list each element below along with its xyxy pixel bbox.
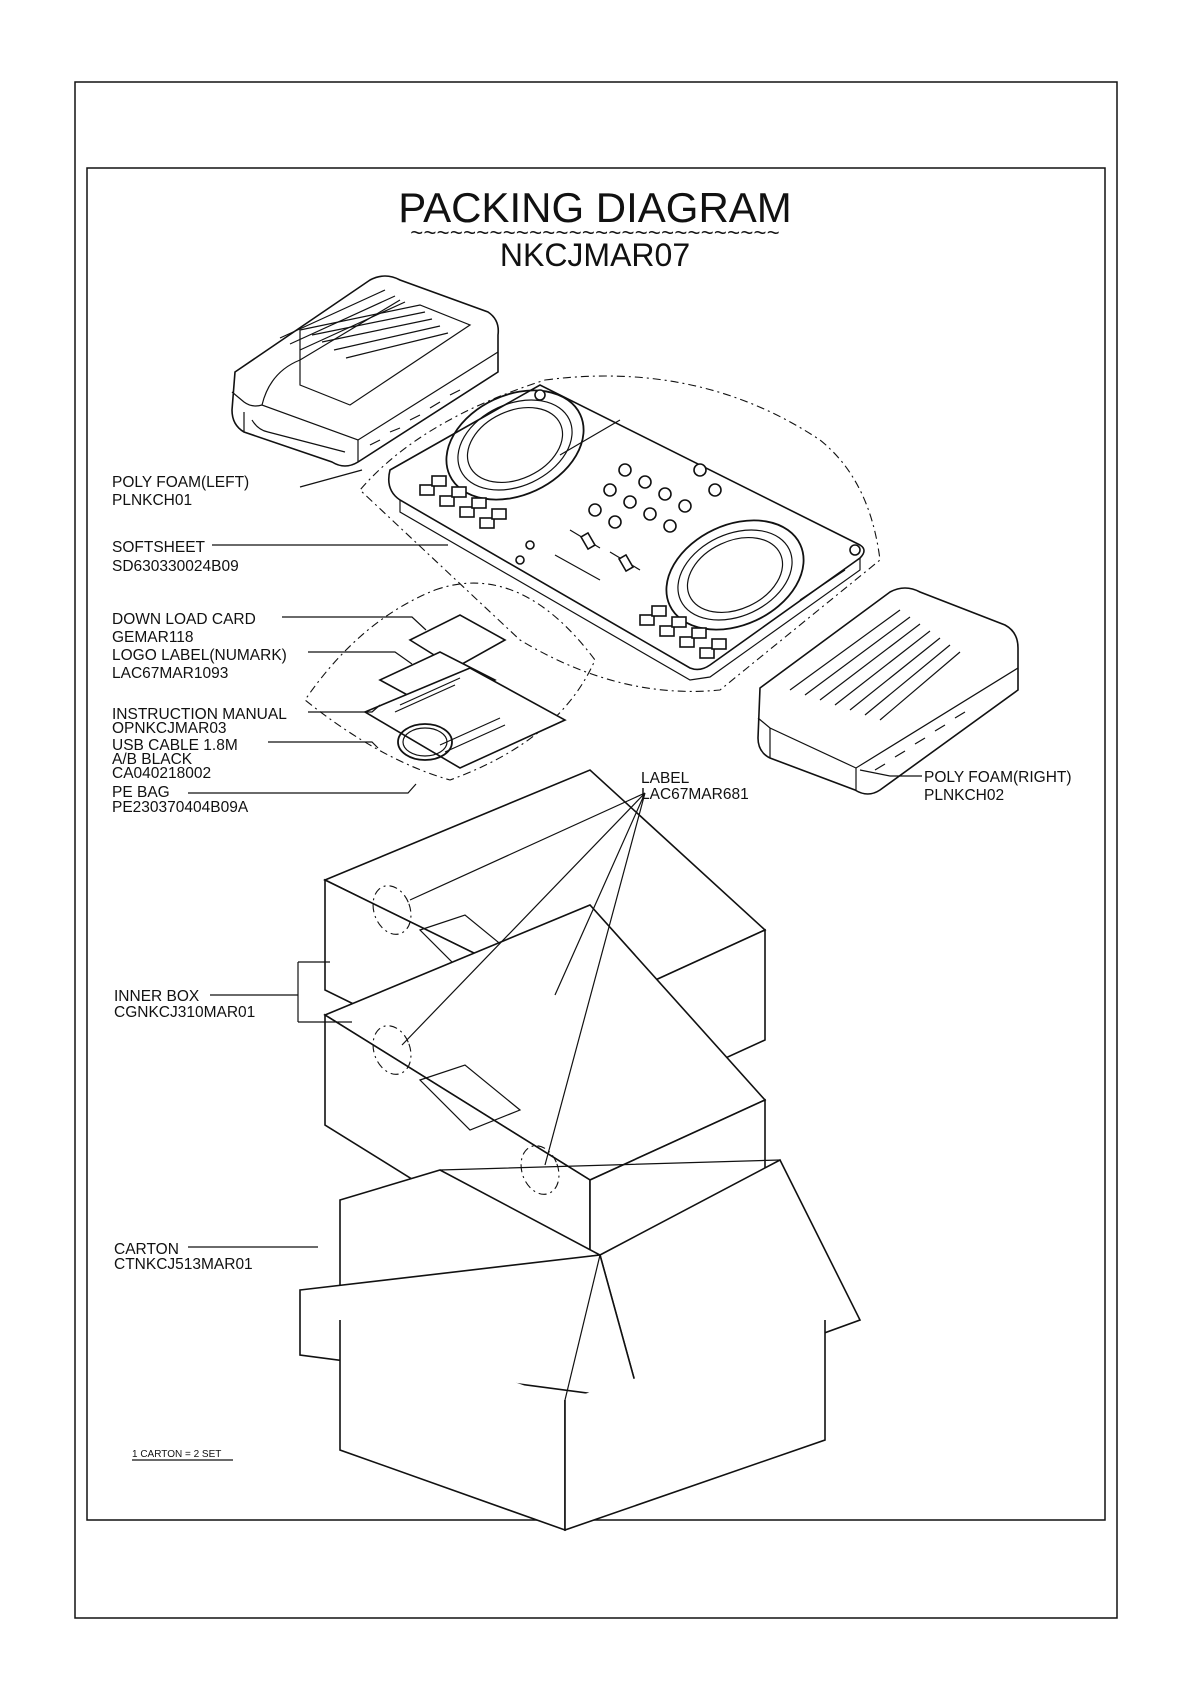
dj-controller-drawing bbox=[359, 375, 881, 692]
usb-cable-spec: A/B BLACK bbox=[112, 751, 193, 768]
download-card-code: GEMAR118 bbox=[112, 629, 194, 646]
logo-label-label: LOGO LABEL(NUMARK) bbox=[112, 647, 287, 664]
instruction-manual-code: OPNKCJMAR03 bbox=[112, 720, 227, 737]
label-label: LABEL bbox=[641, 770, 690, 787]
poly-foam-right-label: POLY FOAM(RIGHT) bbox=[924, 769, 1072, 786]
carton-code: CTNKCJ513MAR01 bbox=[114, 1256, 253, 1273]
title-tilde-rule: ~~~~~~~~~~~~~~~~~~~~~~~~~~~~ bbox=[410, 222, 780, 247]
softsheet-label: SOFTSHEET bbox=[112, 539, 206, 556]
model-number: NKCJMAR07 bbox=[500, 237, 690, 273]
carton-label: CARTON bbox=[114, 1241, 179, 1258]
carton-set-note: 1 CARTON = 2 SET bbox=[132, 1449, 221, 1460]
poly-foam-right-drawing bbox=[757, 587, 1019, 795]
softsheet-code: SD630330024B09 bbox=[112, 558, 239, 575]
logo-label-code: LAC67MAR1093 bbox=[112, 665, 228, 682]
poly-foam-left-label: POLY FOAM(LEFT) bbox=[112, 474, 249, 491]
usb-cable-code: CA040218002 bbox=[112, 765, 211, 782]
download-card-label: DOWN LOAD CARD bbox=[112, 611, 256, 628]
inner-box-label: INNER BOX bbox=[114, 988, 200, 1005]
carton-drawing bbox=[299, 1158, 862, 1532]
label-code: LAC67MAR681 bbox=[641, 786, 749, 803]
inner-box-code: CGNKCJ310MAR01 bbox=[114, 1004, 255, 1021]
accessories-drawing bbox=[304, 582, 596, 781]
poly-foam-left-drawing bbox=[231, 275, 500, 467]
poly-foam-left-code: PLNKCH01 bbox=[112, 492, 192, 509]
usb-cable-label: USB CABLE 1.8M bbox=[112, 737, 238, 754]
pe-bag-code: PE230370404B09A bbox=[112, 799, 249, 816]
outer-frame bbox=[74, 81, 1118, 1619]
pe-bag-label: PE BAG bbox=[112, 784, 170, 801]
poly-foam-right-code: PLNKCH02 bbox=[924, 787, 1004, 804]
page-title: PACKING DIAGRAM bbox=[398, 184, 792, 231]
instruction-manual-label: INSTRUCTION MANUAL bbox=[112, 706, 287, 723]
